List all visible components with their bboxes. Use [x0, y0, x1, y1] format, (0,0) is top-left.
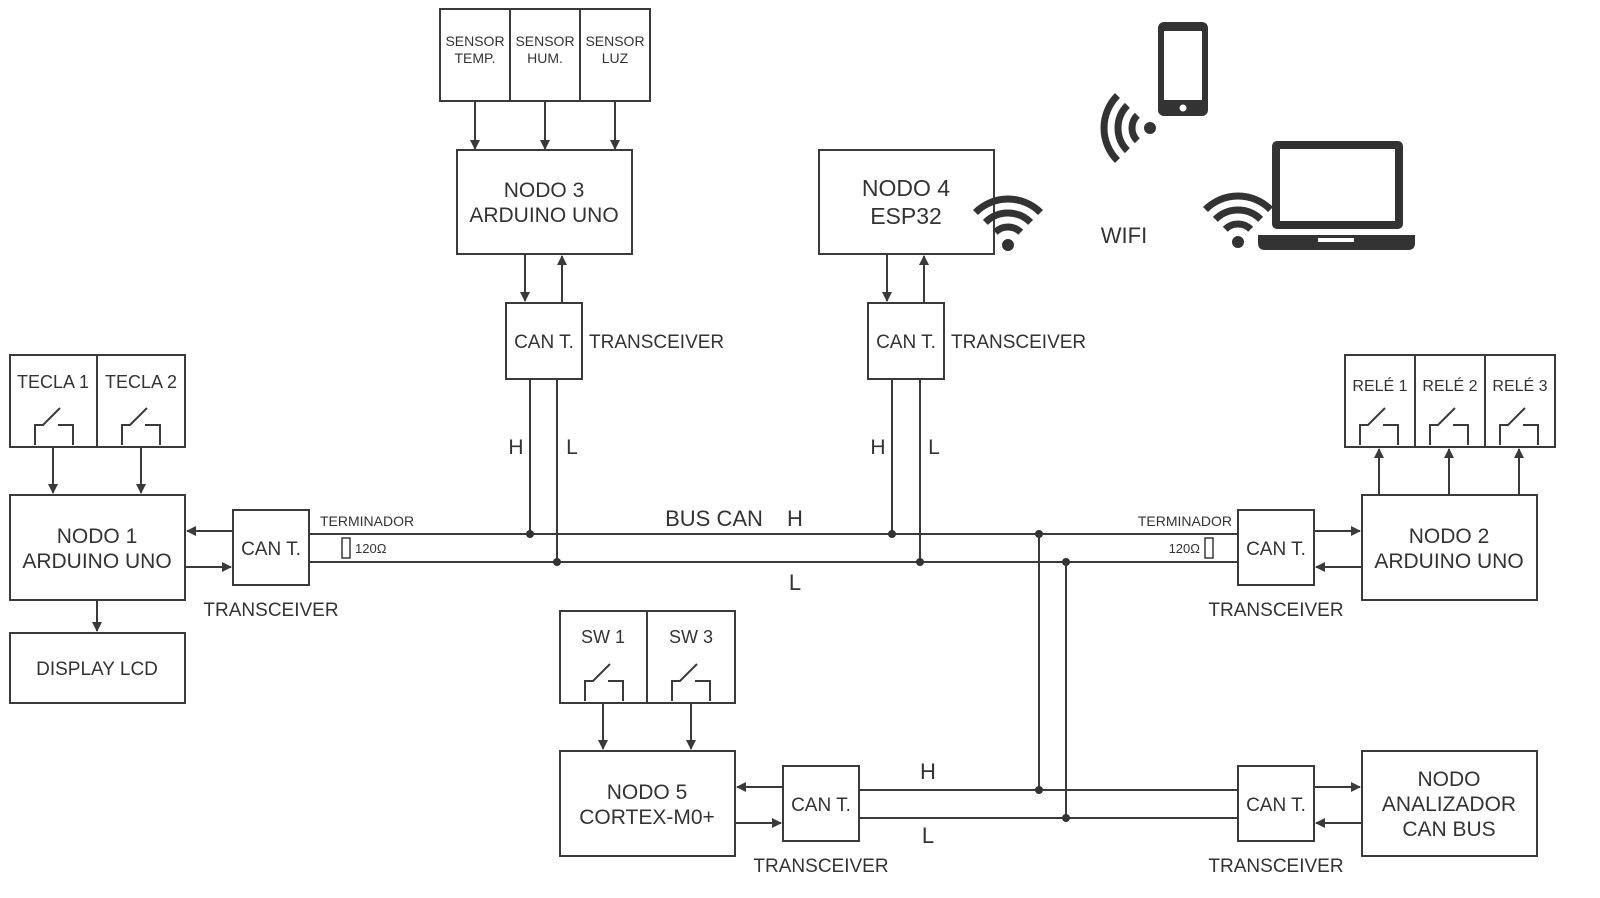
lower-bus-l-label: L [922, 823, 934, 848]
nodo3-label-line1: NODO 3 [504, 179, 585, 202]
nodo3-box [456, 149, 633, 255]
bus-can-l-label: L [789, 570, 801, 595]
nodo5-box [559, 750, 736, 857]
display-lcd-box [9, 632, 186, 704]
nodo1-can-transceiver [232, 509, 310, 586]
switch-icon [1359, 407, 1399, 445]
sw3-label: SW 3 [669, 627, 713, 647]
analyzer-transceiver-label: TRANSCEIVER [1208, 856, 1343, 877]
right-resistor-label: 120Ω [1169, 541, 1201, 556]
analyzer-label-line2: ANALIZADOR [1382, 793, 1516, 816]
switch-icon [34, 407, 74, 445]
sensor-temp-line2: TEMP. [455, 50, 496, 66]
laptop-icon [1258, 141, 1415, 250]
left-terminator-label: TERMINADOR [320, 513, 414, 529]
nodo4-can-t-label: CAN T. [876, 332, 936, 353]
nodo5-can-transceiver [782, 765, 860, 842]
nodo3-h-label: H [508, 436, 523, 459]
rele3-label: RELÉ 3 [1492, 376, 1547, 395]
nodo3-l-label: L [566, 436, 578, 459]
nodo4-label-line1: NODO 4 [862, 175, 950, 201]
lower-bus-h-label: H [920, 759, 936, 784]
switch-icon [1499, 407, 1539, 445]
nodo3-can-transceiver [505, 302, 583, 380]
switch-icon [584, 663, 624, 701]
nodo2-label-line2: ARDUINO UNO [1374, 550, 1523, 573]
left-resistor-label: 120Ω [355, 541, 387, 556]
analyzer-node-box [1361, 750, 1538, 857]
nodo1-transceiver-label: TRANSCEIVER [203, 600, 338, 621]
nodo4-h-label: H [870, 436, 885, 459]
wifi-icon-phone [1100, 93, 1156, 163]
right-resistor-icon [1204, 537, 1214, 559]
display-lcd-label: DISPLAY LCD [36, 659, 158, 680]
sensor-temp-line1: SENSOR [445, 33, 504, 49]
nodo1-box [9, 494, 186, 601]
wifi-icon-laptop [1203, 192, 1273, 248]
nodo1-label-line1: NODO 1 [57, 525, 138, 548]
tecla1-label: TECLA 1 [17, 372, 89, 392]
nodo3-label-line2: ARDUINO UNO [469, 204, 618, 227]
relays-group: RELÉ 1 RELÉ 2 RELÉ 3 [1344, 354, 1556, 448]
smartphone-icon [1158, 22, 1208, 116]
sw1-label: SW 1 [581, 627, 625, 647]
bus-can-label: BUS CAN [665, 506, 763, 531]
nodo3-can-t-label: CAN T. [514, 332, 574, 353]
analyzer-can-transceiver [1237, 765, 1315, 842]
bus-can-h-label: H [787, 506, 803, 531]
nodo1-can-t-label: CAN T. [241, 539, 301, 560]
sensor-hum-line2: HUM. [527, 50, 563, 66]
nodo3-transceiver-label: TRANSCEIVER [589, 332, 724, 353]
nodo2-can-transceiver [1237, 509, 1315, 586]
nodo4-box [818, 149, 995, 255]
nodo4-l-label: L [928, 436, 940, 459]
sensor-luz-line2: LUZ [602, 50, 629, 66]
right-terminator-label: TERMINADOR [1138, 513, 1232, 529]
rele1-label: RELÉ 1 [1352, 376, 1407, 395]
wifi-label: WIFI [1101, 223, 1147, 248]
switch-icon [121, 407, 161, 445]
nodo5-can-t-label: CAN T. [791, 795, 851, 816]
nodo2-transceiver-label: TRANSCEIVER [1208, 600, 1343, 621]
switch-icon [671, 663, 711, 701]
analyzer-can-t-label: CAN T. [1246, 795, 1306, 816]
sensor-group: SENSOR TEMP. SENSOR HUM. SENSOR LUZ [439, 8, 651, 102]
wifi-icon-nodo4 [973, 195, 1043, 251]
sw-group: SW 1 SW 3 [559, 610, 736, 704]
switch-icon [1429, 407, 1469, 445]
nodo4-transceiver-label: TRANSCEIVER [951, 332, 1086, 353]
analyzer-label-line3: CAN BUS [1402, 818, 1495, 841]
nodo1-label-line2: ARDUINO UNO [22, 550, 171, 573]
nodo5-label-line2: CORTEX-M0+ [579, 806, 715, 829]
analyzer-label-line1: NODO [1418, 768, 1481, 791]
nodo4-can-transceiver [867, 302, 945, 380]
left-resistor-icon [341, 537, 351, 559]
nodo2-label-line1: NODO 2 [1409, 525, 1490, 548]
sensor-hum-line1: SENSOR [515, 33, 574, 49]
nodo5-transceiver-label: TRANSCEIVER [753, 856, 888, 877]
tecla2-label: TECLA 2 [105, 372, 177, 392]
sensor-luz-line1: SENSOR [585, 33, 644, 49]
keys-group: TECLA 1 TECLA 2 [9, 354, 186, 448]
nodo4-label-line2: ESP32 [870, 203, 942, 229]
nodo2-can-t-label: CAN T. [1246, 539, 1306, 560]
rele2-label: RELÉ 2 [1422, 376, 1477, 395]
nodo5-label-line1: NODO 5 [607, 781, 688, 804]
